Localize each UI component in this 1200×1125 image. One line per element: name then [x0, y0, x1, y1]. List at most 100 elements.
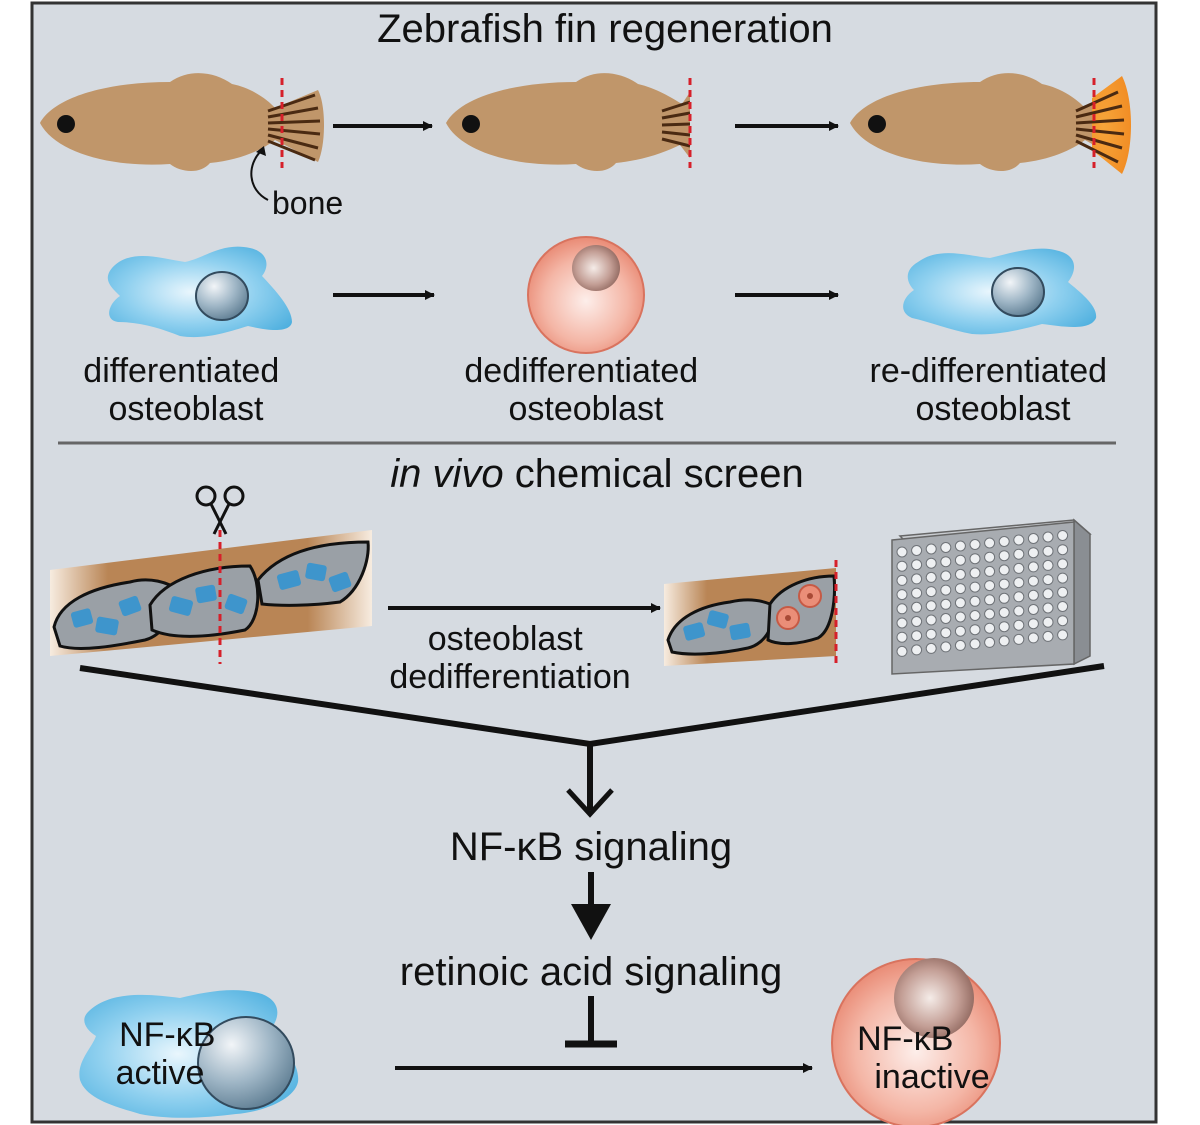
plate-well [1027, 561, 1039, 573]
plate-well [984, 551, 996, 563]
plate-well [954, 568, 966, 580]
nucleus [991, 267, 1045, 317]
plate-well [940, 613, 952, 624]
plate-well [969, 539, 981, 550]
plate-well [984, 608, 996, 620]
fin-tissue-intact [50, 530, 372, 664]
plate-well [969, 624, 981, 636]
plate-well [969, 553, 981, 565]
redifferentiated-osteoblast-label: re-differentiated osteoblast [870, 352, 1117, 428]
retinoic-acid-signaling-label: retinoic acid signaling [400, 950, 782, 994]
nfkb-signaling-label: NF-κB signaling [450, 825, 732, 869]
plate-well [954, 639, 966, 651]
plate-well [954, 597, 966, 609]
plate-well [925, 628, 937, 640]
plate-well [969, 581, 981, 593]
plate-well [998, 592, 1010, 604]
dedifferentiation-label: osteoblast dedifferentiation [389, 620, 630, 696]
fish-eye [868, 115, 886, 133]
plate-well [925, 557, 937, 569]
screen-title: in vivo chemical screen [390, 452, 804, 496]
figure-title: Zebrafish fin regeneration [377, 7, 833, 51]
plate-well [896, 546, 908, 558]
plate-well [911, 601, 923, 613]
nfkb-active-label: NF-κB active [116, 1016, 225, 1092]
differentiated-osteoblast-cell [107, 246, 293, 338]
plate-well [925, 543, 937, 555]
plate-well [1042, 616, 1054, 628]
plate-well [911, 644, 923, 656]
osteoblast-cluster [70, 562, 352, 636]
nucleus [572, 245, 620, 291]
fish-eye [57, 115, 75, 133]
plate-well [1013, 577, 1025, 589]
plate-well [940, 641, 952, 653]
plate-well [911, 630, 923, 642]
bone-label: bone [272, 185, 343, 221]
plate-well [984, 565, 996, 577]
plate-well [925, 614, 937, 626]
plate-well [925, 571, 937, 583]
dedifferentiated-osteoblast-label: dedifferentiated osteoblast [464, 352, 707, 428]
plate-well [1027, 547, 1039, 559]
plate-well [998, 621, 1010, 633]
fish-amputated [446, 73, 692, 172]
plate-well [911, 616, 923, 627]
bone-pointer [250, 149, 269, 201]
plate-well [954, 625, 966, 637]
plate-well [1057, 558, 1069, 570]
plate-well [1013, 548, 1025, 560]
fin-rays [1075, 90, 1125, 164]
plate-well [998, 550, 1010, 562]
plate-well [1057, 572, 1069, 584]
dedifferentiated-osteoblast-cell [527, 236, 645, 354]
plate-well [969, 595, 981, 607]
plate-well [1042, 630, 1054, 642]
nfkb-inactive-label: NF-κB inactive [857, 1020, 990, 1096]
plate-well [984, 636, 996, 648]
plate-well [954, 583, 966, 595]
plate-well [998, 607, 1010, 618]
plate-well [1013, 534, 1025, 546]
well-plate-icon [891, 518, 1092, 675]
plate-well [1042, 588, 1054, 600]
plate-well [1027, 575, 1039, 587]
nfkb-active-cell [79, 990, 299, 1118]
plate-well [940, 627, 952, 639]
plate-well [1013, 605, 1025, 617]
plate-well [969, 638, 981, 650]
redifferentiated-osteoblast-cell [903, 248, 1097, 335]
plate-well [1027, 589, 1039, 601]
plate-well [896, 560, 908, 572]
plate-well [969, 567, 981, 579]
fish-intact [40, 73, 324, 201]
fin-rays [267, 93, 321, 162]
plate-well [896, 574, 908, 586]
plate-well [896, 603, 908, 615]
plate-well [998, 564, 1010, 576]
plate-well [1013, 633, 1025, 645]
plate-well [911, 573, 923, 585]
plate-well [1013, 619, 1025, 631]
plate-well [940, 584, 952, 596]
plate-well [925, 600, 937, 612]
plate-well [940, 556, 952, 568]
plate-well [1057, 615, 1069, 627]
plate-well [998, 635, 1010, 647]
plate-well [969, 610, 981, 621]
fin-rays [661, 100, 691, 148]
plate-well [1027, 533, 1039, 544]
nucleus [197, 1016, 295, 1110]
plate-well [1042, 559, 1054, 571]
plate-well [998, 536, 1010, 547]
plate-well [1057, 629, 1069, 641]
plate-well [925, 586, 937, 598]
plate-well [940, 542, 952, 553]
plate-well [896, 617, 908, 629]
plate-well [896, 631, 908, 643]
plate-well [1027, 618, 1039, 630]
plate-well [911, 545, 923, 556]
plate-well [1057, 544, 1069, 556]
plate-well [940, 598, 952, 610]
